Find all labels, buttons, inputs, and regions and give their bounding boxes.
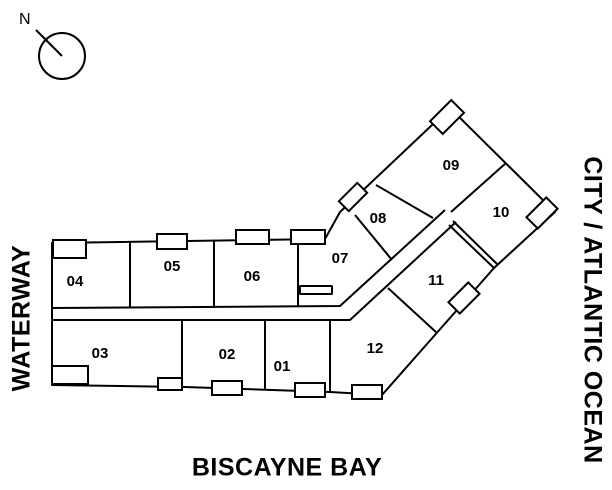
north-compass: N	[19, 11, 86, 80]
compass-needle	[35, 29, 63, 57]
compass-circle	[38, 32, 86, 80]
unit-label-02: 02	[219, 346, 236, 363]
corridor-wall-south	[52, 221, 457, 321]
city-atlantic-ocean-label: CITY / ATLANTIC OCEAN	[578, 156, 607, 464]
unit-06[interactable]	[214, 240, 298, 308]
unit-dividers	[129, 162, 507, 392]
unit-label-06: 06	[244, 268, 261, 285]
unit-label-09: 09	[443, 157, 460, 174]
unit-label-04: 04	[67, 273, 84, 290]
balconies	[51, 98, 559, 400]
unit-11[interactable]	[388, 225, 494, 333]
unit-08[interactable]	[355, 185, 439, 260]
unit-05[interactable]	[130, 241, 214, 308]
unit-label-01: 01	[274, 358, 291, 375]
unit-01[interactable]	[265, 320, 330, 390]
unit-04[interactable]	[52, 243, 130, 308]
unit-label-07: 07	[332, 250, 349, 267]
biscayne-bay-label: BISCAYNE BAY	[191, 453, 383, 482]
unit-07[interactable]	[298, 212, 392, 305]
unit-label-03: 03	[92, 345, 109, 362]
waterway-label: WATERWAY	[7, 244, 36, 392]
unit-label-11: 11	[428, 272, 444, 289]
unit-label-08: 08	[370, 210, 387, 227]
unit-label-10: 10	[493, 204, 510, 221]
corridor-wall-north	[51, 209, 446, 309]
unit-02[interactable]	[182, 320, 265, 387]
unit-label-05: 05	[164, 258, 181, 275]
unit-label-12: 12	[367, 340, 384, 357]
compass-north-label: N	[19, 11, 31, 28]
unit-09[interactable]	[376, 108, 506, 212]
